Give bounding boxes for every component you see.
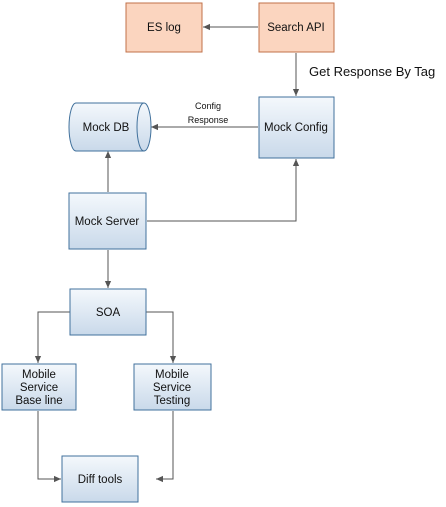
edge-soa-to-testing xyxy=(146,311,177,363)
edge-baseline-to-diff xyxy=(37,411,61,483)
node-baseline-label-line2: Service xyxy=(20,382,58,394)
edge-testing-to-diff xyxy=(156,411,174,483)
node-search-api: Search API xyxy=(258,2,335,53)
node-soa: SOA xyxy=(69,288,147,336)
node-es-log: ES log xyxy=(125,2,203,53)
node-testing-label-line1: Mobile xyxy=(155,369,189,381)
node-search-api-label: Search API xyxy=(267,22,325,34)
node-mobile-service-baseline: Mobile Service Base line xyxy=(1,363,77,411)
edge-label-get-response-by-tag: Get Response By Tag xyxy=(309,64,435,79)
node-es-log-label: ES log xyxy=(147,22,181,34)
node-mock-config-label: Mock Config xyxy=(264,122,328,134)
node-mobile-service-testing: Mobile Service Testing xyxy=(133,363,212,411)
node-diff-tools: Diff tools xyxy=(61,455,139,503)
edge-server-to-config xyxy=(147,159,300,222)
node-soa-label: SOA xyxy=(96,307,121,319)
node-diff-tools-label: Diff tools xyxy=(78,474,123,486)
node-mock-db-label: Mock DB xyxy=(83,122,130,134)
node-mock-server: Mock Server xyxy=(68,192,147,250)
node-mock-db: Mock DB xyxy=(68,102,152,152)
edge-soa-to-baseline xyxy=(34,311,70,363)
connectors xyxy=(34,23,300,483)
node-baseline-label-line3: Base line xyxy=(15,395,62,407)
node-baseline-label-line1: Mobile xyxy=(22,369,56,381)
node-mock-server-label: Mock Server xyxy=(75,216,140,228)
node-testing-label-line2: Service xyxy=(153,382,191,394)
node-mock-config: Mock Config xyxy=(258,96,335,159)
node-testing-label-line3: Testing xyxy=(154,395,190,407)
edge-label-config-line1: Config xyxy=(195,101,221,111)
edge-label-config-line2: Response xyxy=(188,115,229,125)
